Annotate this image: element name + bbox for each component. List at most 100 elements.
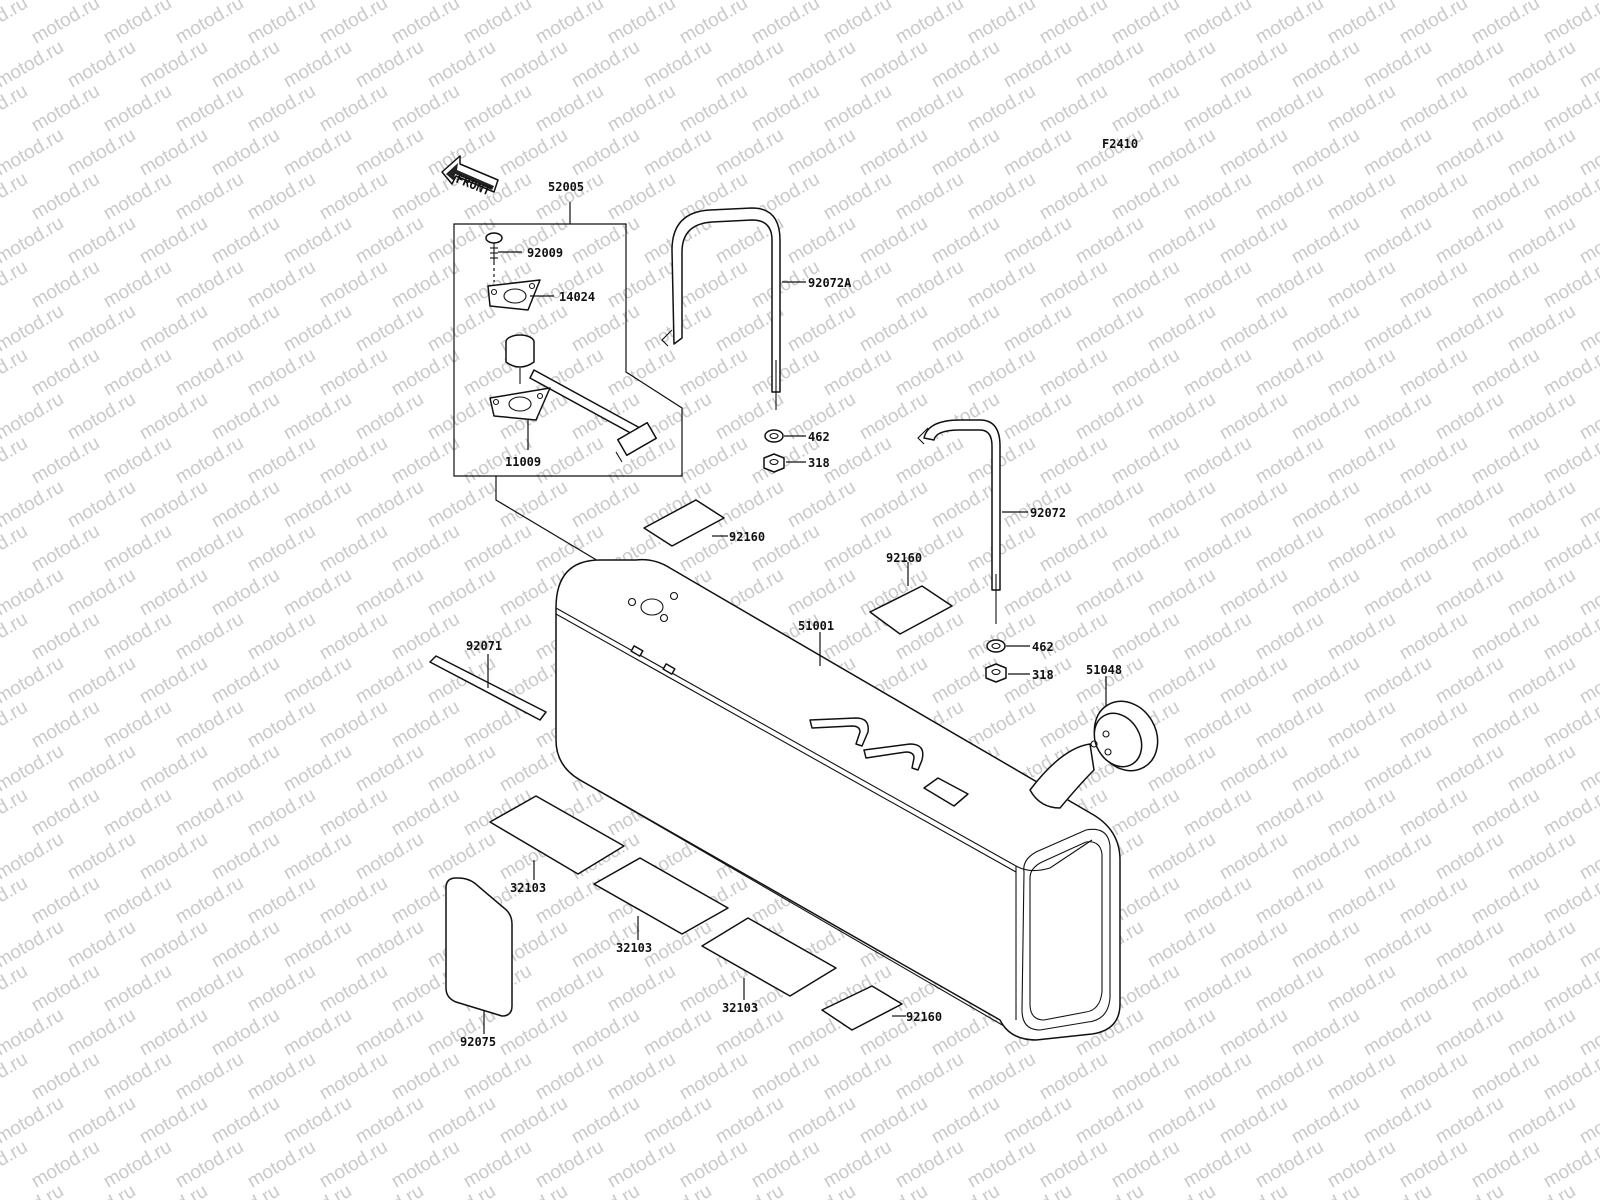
- watermark-text: motod.ru: [280, 829, 355, 885]
- watermark-text: motod.ru: [0, 1005, 67, 1061]
- watermark-text: motod.ru: [1144, 125, 1219, 181]
- watermark-text: motod.ru: [676, 1049, 751, 1105]
- watermark-text: motod.ru: [316, 1049, 391, 1105]
- watermark-text: motod.ru: [964, 609, 1039, 665]
- watermark-text: motod.ru: [1252, 81, 1327, 137]
- watermark-text: motod.ru: [424, 389, 499, 445]
- watermark-text: motod.ru: [712, 477, 787, 533]
- tank-band-92072A-part: 92072A: [661, 207, 852, 410]
- watermark-text: motod.ru: [1396, 961, 1471, 1017]
- watermark-text: motod.ru: [1000, 1181, 1075, 1200]
- watermark-text: motod.ru: [1432, 389, 1507, 445]
- watermark-text: motod.ru: [1072, 1181, 1147, 1200]
- watermark-text: motod.ru: [964, 1049, 1039, 1105]
- watermark-text: motod.ru: [316, 345, 391, 401]
- watermark-text: motod.ru: [0, 609, 31, 665]
- watermark-text: motod.ru: [1324, 169, 1399, 225]
- watermark-text: motod.ru: [604, 257, 679, 313]
- watermark-text: motod.ru: [1252, 521, 1327, 577]
- watermark-text: motod.ru: [1468, 257, 1543, 313]
- watermark-text: motod.ru: [424, 1005, 499, 1061]
- watermark-text: motod.ru: [1144, 213, 1219, 269]
- watermark-text: motod.ru: [1252, 0, 1327, 48]
- watermark-text: motod.ru: [1252, 433, 1327, 489]
- watermark-text: motod.ru: [352, 389, 427, 445]
- watermark-text: motod.ru: [0, 917, 67, 973]
- watermark-text: motod.ru: [892, 1137, 967, 1193]
- watermark-text: motod.ru: [424, 477, 499, 533]
- label-318-b: 318: [1032, 668, 1054, 682]
- watermark-text: motod.ru: [280, 477, 355, 533]
- label-92071: 92071: [466, 639, 502, 653]
- screw-92009-part: [485, 232, 503, 282]
- washer-462-a-part: 462: [764, 429, 830, 444]
- watermark-text: motod.ru: [1324, 873, 1399, 929]
- watermark-text: motod.ru: [244, 609, 319, 665]
- watermark-text: motod.ru: [1252, 961, 1327, 1017]
- watermark-text: motod.ru: [640, 37, 715, 93]
- watermark-text: motod.ru: [1396, 873, 1471, 929]
- watermark-text: motod.ru: [1108, 81, 1183, 137]
- watermark-text: motod.ru: [280, 653, 355, 709]
- watermark-text: motod.ru: [532, 1049, 607, 1105]
- watermark-text: motod.ru: [1324, 81, 1399, 137]
- watermark-text: motod.ru: [532, 961, 607, 1017]
- watermark-text: motod.ru: [1252, 609, 1327, 665]
- watermark-text: motod.ru: [172, 873, 247, 929]
- watermark-text: motod.ru: [460, 0, 535, 48]
- watermark-text: motod.ru: [1504, 213, 1579, 269]
- watermark-text: motod.ru: [244, 873, 319, 929]
- watermark-text: motod.ru: [784, 477, 859, 533]
- watermark-text: motod.ru: [1144, 653, 1219, 709]
- watermark-text: motod.ru: [208, 37, 283, 93]
- watermark-text: motod.ru: [748, 1049, 823, 1105]
- watermark-text: motod.ru: [604, 961, 679, 1017]
- watermark-text: motod.ru: [172, 1137, 247, 1193]
- watermark-text: motod.ru: [820, 81, 895, 137]
- watermark-text: motod.ru: [424, 37, 499, 93]
- watermark-text: motod.ru: [1108, 433, 1183, 489]
- watermark-text: motod.ru: [1036, 609, 1111, 665]
- watermark-text: motod.ru: [1396, 785, 1471, 841]
- watermark-text: motod.ru: [568, 213, 643, 269]
- watermark-text: motod.ru: [0, 0, 31, 48]
- watermark-text: motod.ru: [1252, 257, 1327, 313]
- tank-band-92072-part: 92072: [917, 419, 1066, 624]
- watermark-text: motod.ru: [1468, 1049, 1543, 1105]
- watermark-text: motod.ru: [352, 301, 427, 357]
- watermark-text: motod.ru: [1216, 1093, 1291, 1149]
- watermark-text: motod.ru: [460, 609, 535, 665]
- watermark-text: motod.ru: [1576, 565, 1600, 621]
- watermark-text: motod.ru: [964, 257, 1039, 313]
- label-51001: 51001: [798, 619, 834, 633]
- watermark-text: motod.ru: [316, 81, 391, 137]
- watermark-text: motod.ru: [100, 169, 175, 225]
- watermark-text: motod.ru: [1360, 213, 1435, 269]
- watermark-text: motod.ru: [1288, 829, 1363, 885]
- watermark-text: motod.ru: [100, 961, 175, 1017]
- watermark-text: motod.ru: [1432, 653, 1507, 709]
- watermark-text: motod.ru: [280, 741, 355, 797]
- watermark-text: motod.ru: [136, 213, 211, 269]
- watermark-text: motod.ru: [28, 697, 103, 753]
- watermark-text: motod.ru: [1360, 37, 1435, 93]
- watermark-text: motod.ru: [1288, 565, 1363, 621]
- watermark-text: motod.ru: [1324, 345, 1399, 401]
- watermark-text: motod.ru: [1288, 125, 1363, 181]
- watermark-text: motod.ru: [1468, 0, 1543, 48]
- watermark-text: motod.ru: [568, 37, 643, 93]
- watermark-text: motod.ru: [1432, 1093, 1507, 1149]
- watermark-text: motod.ru: [712, 1181, 787, 1200]
- watermark-text: motod.ru: [172, 1049, 247, 1105]
- watermark-text: motod.ru: [1216, 829, 1291, 885]
- watermark-text: motod.ru: [1108, 1049, 1183, 1105]
- watermark-text: motod.ru: [136, 917, 211, 973]
- watermark-text: motod.ru: [640, 125, 715, 181]
- watermark-text: motod.ru: [100, 345, 175, 401]
- watermark-text: motod.ru: [64, 653, 139, 709]
- watermark-text: motod.ru: [1216, 741, 1291, 797]
- watermark-text: motod.ru: [0, 125, 67, 181]
- watermark-text: motod.ru: [64, 389, 139, 445]
- watermark-text: motod.ru: [28, 609, 103, 665]
- watermark-text: motod.ru: [1252, 873, 1327, 929]
